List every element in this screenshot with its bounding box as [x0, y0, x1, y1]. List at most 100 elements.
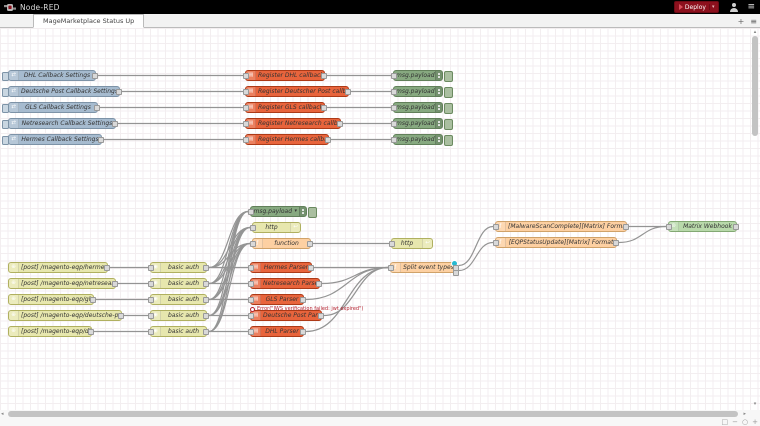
port-in[interactable] [248, 296, 254, 303]
node-basic-auth[interactable]: ◉basic auth [148, 278, 209, 289]
port-in[interactable] [391, 88, 397, 95]
node-msg-payload[interactable]: msg.payload [391, 118, 453, 130]
port-in[interactable] [243, 72, 249, 79]
node-post-magento-eqp-gls[interactable]: ⊕[post] /magento-eqp/gls [8, 294, 96, 305]
port-in[interactable] [248, 280, 254, 287]
wire[interactable] [208, 210, 249, 333]
node-register-gls-callback[interactable]: ▤Register GLS callback [243, 102, 327, 113]
node-http[interactable]: http↩ [250, 222, 301, 233]
port-in[interactable] [250, 224, 256, 231]
port-in[interactable] [148, 312, 154, 319]
port-in[interactable] [248, 328, 254, 335]
port-out[interactable] [203, 328, 209, 335]
scroll-up-icon[interactable]: ▴ [753, 29, 757, 35]
wire[interactable] [305, 266, 389, 301]
wire[interactable] [618, 225, 667, 244]
port-in[interactable] [389, 240, 395, 247]
wire[interactable] [208, 226, 251, 317]
scroll-left-icon[interactable]: ◂ [1, 411, 4, 417]
node-msg-payload[interactable]: msg.payload [391, 102, 453, 114]
user-button[interactable] [729, 2, 739, 12]
node-post-magento-eqp-dhl[interactable]: ⊕[post] /magento-eqp/dhl [8, 326, 94, 337]
port-out[interactable] [104, 264, 110, 271]
port-in[interactable] [388, 264, 394, 271]
node-deutsche-post-parser[interactable]: ▤Deutsche Post Parser [248, 310, 324, 321]
port-out[interactable] [325, 136, 331, 143]
port-out[interactable] [300, 328, 306, 335]
debug-toggle-button[interactable] [444, 135, 453, 146]
menu-icon[interactable]: ≡ [747, 2, 755, 12]
node-basic-auth[interactable]: ◉basic auth [148, 262, 209, 273]
port-in[interactable] [391, 104, 397, 111]
vertical-scrollbar[interactable]: ▴ ▾ [751, 29, 759, 407]
node-register-hermes-callback[interactable]: ▤Register Hermes callback [243, 134, 331, 145]
port-out[interactable] [112, 280, 118, 287]
port-in[interactable] [243, 136, 249, 143]
node-gls-callback-settings[interactable]: ⇄GLS Callback Settings [2, 102, 100, 113]
node-basic-auth[interactable]: ◉basic auth [148, 294, 209, 305]
node-hermes-parser[interactable]: ▤Hermes Parser [248, 262, 314, 273]
port-out[interactable] [92, 72, 98, 79]
deploy-button[interactable]: Deploy ▾ [673, 1, 720, 13]
port-in[interactable] [666, 223, 672, 230]
port-in[interactable] [148, 328, 154, 335]
port-in[interactable] [391, 136, 397, 143]
zoom-in-icon[interactable]: + [752, 418, 758, 426]
port-out[interactable] [203, 264, 209, 271]
node-matrix-webhook[interactable]: ⊚Matrix Webhook [666, 221, 739, 232]
port-in[interactable] [391, 72, 397, 79]
port-in[interactable] [493, 223, 499, 230]
port-out[interactable] [337, 120, 343, 127]
inject-button[interactable] [2, 120, 9, 129]
port-out[interactable] [203, 312, 209, 319]
wire[interactable] [458, 225, 494, 267]
deploy-dropdown-caret[interactable]: ▾ [708, 4, 717, 10]
wire[interactable] [305, 266, 389, 333]
port-out[interactable] [116, 88, 122, 95]
chevron-down-icon[interactable]: ▾ [294, 208, 297, 214]
node-register-netresearch-callback[interactable]: ▤Register Netresearch callback [243, 118, 343, 129]
debug-toggle-button[interactable] [444, 119, 453, 130]
node-msg-payload[interactable]: msg.payload [391, 70, 453, 82]
port-out[interactable] [316, 280, 322, 287]
port-in[interactable] [250, 240, 256, 247]
vertical-scrollbar-thumb[interactable] [752, 36, 758, 136]
wire[interactable] [458, 241, 494, 272]
minimap-toggle-icon[interactable]: □ [721, 418, 729, 426]
add-flow-icon[interactable]: + [737, 16, 745, 26]
port-out[interactable] [203, 296, 209, 303]
port-out[interactable] [318, 312, 324, 319]
debug-output-button[interactable] [435, 103, 442, 112]
node-http[interactable]: http↩ [389, 238, 433, 249]
port-in[interactable] [248, 264, 254, 271]
port-in[interactable] [243, 88, 249, 95]
port-in[interactable] [248, 312, 254, 319]
zoom-reset-icon[interactable]: ○ [742, 418, 749, 426]
debug-output-button[interactable] [299, 207, 306, 216]
debug-toggle-button[interactable] [444, 87, 453, 98]
port-out[interactable] [98, 136, 104, 143]
node-gls-parser[interactable]: ▤GLS Parser [248, 294, 306, 305]
port-in[interactable] [148, 296, 154, 303]
port-out[interactable] [321, 72, 327, 79]
debug-output-button[interactable] [435, 135, 442, 144]
flow-list-icon[interactable]: ≡ [750, 16, 757, 26]
debug-toggle-button[interactable] [308, 207, 317, 218]
port-out[interactable] [345, 88, 351, 95]
debug-toggle-button[interactable] [444, 71, 453, 82]
node-register-dhl-callback[interactable]: ▤Register DHL callback [243, 70, 327, 81]
node-msg-payload[interactable]: msg.payload [391, 86, 453, 98]
node-post-magento-eqp-deutsche-post[interactable]: ⊕[post] /magento-eqp/deutsche-post [8, 310, 124, 321]
wire[interactable] [208, 242, 251, 333]
port-out[interactable] [94, 104, 100, 111]
inject-button[interactable] [2, 72, 9, 81]
port-out[interactable] [112, 120, 118, 127]
port-in[interactable] [391, 120, 397, 127]
port-out[interactable] [733, 223, 739, 230]
wire[interactable] [208, 226, 251, 333]
debug-output-button[interactable] [435, 87, 442, 96]
zoom-out-icon[interactable]: − [732, 418, 739, 426]
port-out[interactable] [88, 328, 94, 335]
